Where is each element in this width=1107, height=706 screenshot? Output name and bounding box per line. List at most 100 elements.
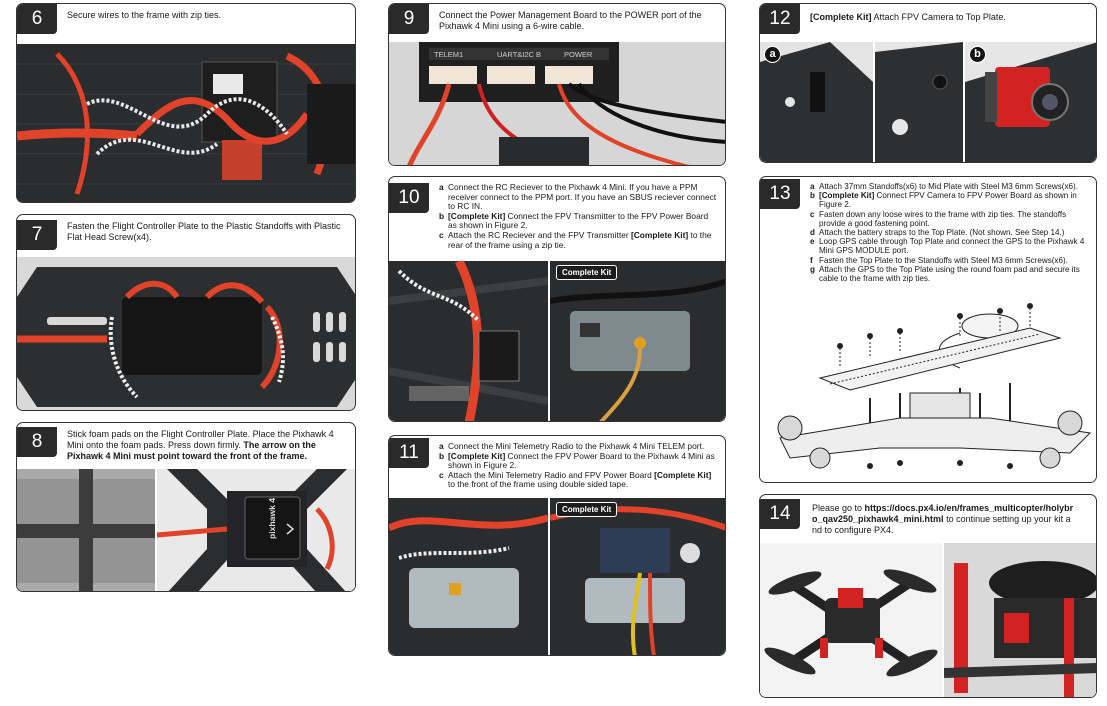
camera-mount-photo-screw	[875, 42, 963, 162]
step-8-photos: pixhawk 4	[17, 469, 355, 591]
complete-kit-badge: Complete Kit	[556, 265, 618, 280]
assembled-drone-photo	[760, 543, 942, 697]
item-text: Connect the FPV Power Board to the Pixha…	[448, 450, 715, 471]
camera-mount-a-illustration	[760, 42, 873, 162]
complete-kit-tag: [Complete Kit]	[448, 450, 506, 461]
complete-kit-tag: [Complete Kit]	[819, 191, 875, 201]
item-text: Loop GPS cable through Top Plate and con…	[819, 237, 1085, 256]
exploded-assembly-diagram	[777, 303, 1092, 469]
fpv-power-board-photo: Complete Kit	[550, 498, 725, 655]
fpv-camera-photo-b: b	[965, 42, 1096, 162]
port-label-telem1: TELEM1	[434, 50, 463, 59]
item-letter: g	[810, 264, 815, 274]
foam-pad-illustration	[17, 469, 155, 591]
step-6-header: 6 Secure wires to the frame with zip tie…	[17, 4, 355, 44]
step-12-instruction: Attach FPV Camera to Top Plate.	[871, 12, 1006, 22]
fpv-transmitter-photo: Complete Kit	[550, 261, 725, 421]
item-text: Attach the Mini Telemetry Radio and FPV …	[448, 469, 655, 480]
complete-kit-tag: [Complete Kit]	[810, 12, 872, 22]
item-letter: a	[810, 182, 815, 191]
step-14-photos	[760, 543, 1096, 697]
step-8-instruction: Stick foam pads on the Flight Controller…	[67, 429, 334, 450]
rc-receiver-illustration	[389, 261, 548, 421]
instruction-f: f Fasten the Top Plate to the Standoffs w…	[810, 256, 1088, 265]
step-13-diagram	[760, 298, 1096, 482]
step-9-card: 9 Connect the Power Management Board to …	[388, 3, 726, 166]
figure-label-a: a	[764, 46, 781, 63]
item-letter: b	[439, 210, 445, 221]
power-port-illustration: TELEM1 UART&I2C B POWER	[389, 42, 725, 165]
step-11-photos: Complete Kit	[389, 498, 725, 655]
item-letter: a	[439, 441, 444, 451]
item-text: Connect FPV Camera to FPV Power Board as…	[819, 191, 1077, 210]
step-number: 10	[389, 183, 429, 213]
docs-link[interactable]: https://docs.px4.io/en/frames_multicopte…	[812, 503, 1074, 524]
item-text: Attach the GPS to the Top Plate using th…	[819, 264, 1080, 284]
drone-closeup-illustration	[944, 543, 1096, 697]
camera-screw-illustration	[875, 42, 963, 162]
item-letter: f	[810, 255, 813, 265]
step-14-card: 14 Please go to https://docs.px4.io/en/f…	[759, 494, 1097, 698]
drone-closeup-photo	[944, 543, 1096, 697]
item-letter: c	[439, 229, 444, 240]
complete-kit-tag: [Complete Kit]	[448, 210, 506, 221]
flight-controller-plate-illustration	[17, 257, 355, 410]
item-letter: e	[810, 237, 815, 247]
fpv-transmitter-illustration	[550, 261, 725, 421]
step-7-photo	[17, 257, 355, 410]
instruction-c: c Attach the RC Reciever and the FPV Tran…	[439, 229, 717, 250]
step-12-photos: a b	[760, 42, 1096, 162]
item-text: Connect the RC Reciever to the Pixhawk 4…	[448, 182, 717, 212]
step-12-card: 12 [Complete Kit] Attach FPV Camera to T…	[759, 3, 1097, 163]
item-text: Attach the battery straps to the Top Pla…	[819, 228, 1065, 238]
step-8-text: Stick foam pads on the Flight Controller…	[67, 429, 345, 462]
step-9-text: Connect the Power Management Board to th…	[439, 10, 702, 31]
item-letter: b	[439, 450, 445, 461]
instruction-a: a Connect the Mini Telemetry Radio to the…	[439, 441, 717, 452]
frame-wiring-illustration	[17, 44, 355, 202]
item-text: Connect the FPV Transmitter to the FPV P…	[448, 210, 709, 231]
instruction-g: g Attach the GPS to the Top Plate using t…	[810, 265, 1088, 283]
step-number: 12	[760, 4, 800, 34]
step-10-photos: Complete Kit	[389, 261, 725, 421]
item-text-after: to the rear of the frame using a zip tie…	[448, 229, 712, 250]
step-12-header: 12 [Complete Kit] Attach FPV Camera to T…	[760, 4, 1096, 44]
instruction-c: c Attach the Mini Telemetry Radio and FPV…	[439, 469, 717, 490]
item-text: Fasten down any loose wires to the frame…	[819, 209, 1067, 228]
pixhawk-label: pixhawk 4	[267, 498, 277, 539]
step-number: 13	[760, 179, 800, 209]
telemetry-radio-photo	[389, 498, 548, 655]
camera-mount-photo-a: a	[760, 42, 873, 162]
assembled-drone-illustration	[760, 543, 942, 697]
item-letter: c	[439, 469, 444, 480]
step-9-header: 9 Connect the Power Management Board to …	[389, 4, 725, 44]
item-letter: a	[439, 182, 444, 192]
step-number: 7	[17, 220, 57, 250]
port-label-power: POWER	[564, 50, 593, 59]
pixhawk-mounted-illustration: pixhawk 4	[157, 469, 355, 591]
foam-pad-photo	[17, 469, 155, 591]
item-text: Attach the RC Reciever and the FPV Trans…	[448, 229, 631, 240]
instruction-b: b[Complete Kit] Connect the FPV Transmit…	[439, 210, 717, 231]
complete-kit-tag: [Complete Kit]	[654, 469, 712, 480]
step-8-arrow-note: The arrow on the Pixhawk 4 Mini must poi…	[67, 440, 316, 461]
item-text: Connect the Mini Telemetry Radio to the …	[448, 441, 705, 451]
item-letter: b	[810, 191, 815, 201]
item-text-after: to the front of the frame using double s…	[448, 479, 629, 490]
item-text: Fasten the Top Plate to the Standoffs wi…	[819, 255, 1068, 265]
figure-label-b: b	[969, 46, 986, 63]
step-14-pre: Please go to	[812, 503, 865, 513]
fpv-camera-illustration	[965, 42, 1096, 162]
instruction-b: b[Complete Kit] Connect the FPV Power Bo…	[439, 450, 717, 471]
step-11-instructions: a Connect the Mini Telemetry Radio to the…	[439, 441, 717, 490]
instruction-e: e Loop GPS cable through Top Plate and co…	[810, 237, 1088, 255]
fpv-power-board-illustration	[550, 498, 725, 655]
instruction-a: a Connect the RC Reciever to the Pixhawk …	[439, 182, 717, 212]
step-14-header: 14 Please go to https://docs.px4.io/en/f…	[760, 495, 1096, 543]
step-14-text: Please go to https://docs.px4.io/en/fram…	[812, 503, 1074, 536]
step-8-card: 8 Stick foam pads on the Flight Controll…	[16, 422, 356, 592]
step-number: 9	[389, 4, 429, 34]
